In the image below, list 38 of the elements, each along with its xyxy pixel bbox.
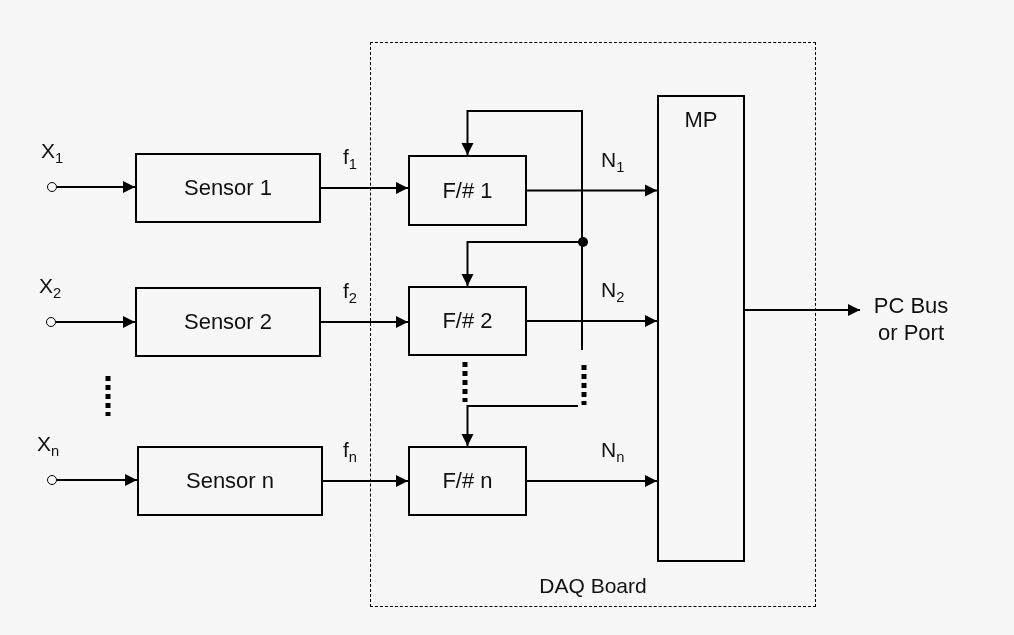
arrow (56, 474, 138, 486)
arrow (320, 182, 409, 194)
clock-line (461, 110, 583, 351)
edge-label: f$_{2}$ (342, 280, 358, 306)
edge-label: f$_{1}$ (342, 146, 358, 172)
arrow (526, 315, 658, 327)
arrow (322, 475, 409, 487)
processor-box (657, 95, 745, 562)
arrow (526, 475, 658, 487)
arrow (526, 184, 658, 197)
edge-label: f$_{n}$ (342, 439, 358, 465)
input-terminal (47, 182, 57, 192)
process-box (135, 153, 321, 223)
process-box (135, 287, 321, 357)
box-label: Sensor 2 (183, 309, 273, 335)
box-label: Sensor 1 (183, 175, 273, 201)
box-label: Sensor n (185, 468, 275, 494)
clock-line (461, 405, 579, 447)
processor-label: MP (683, 107, 719, 133)
process-box (408, 446, 527, 516)
terminal-label: X$_{2}$ (38, 275, 63, 301)
process-box (137, 446, 323, 516)
dashed-board-outline (370, 42, 816, 607)
input-terminal (46, 317, 56, 327)
arrow (744, 304, 861, 316)
output-label-text: PC Bus or Port (872, 291, 950, 347)
arrow (55, 316, 136, 328)
input-terminal (47, 475, 57, 485)
terminal-label: X$_{n}$ (36, 433, 61, 459)
board-label: DAQ Board (538, 574, 648, 598)
process-box (408, 155, 527, 226)
arrow (56, 181, 136, 193)
process-box (408, 286, 527, 356)
terminal-label: X$_{1}$ (40, 140, 65, 166)
box-label: F/# 1 (442, 177, 493, 204)
arrow (320, 316, 409, 328)
box-label: F/# n (442, 468, 493, 494)
box-label: F/# 2 (442, 308, 493, 334)
